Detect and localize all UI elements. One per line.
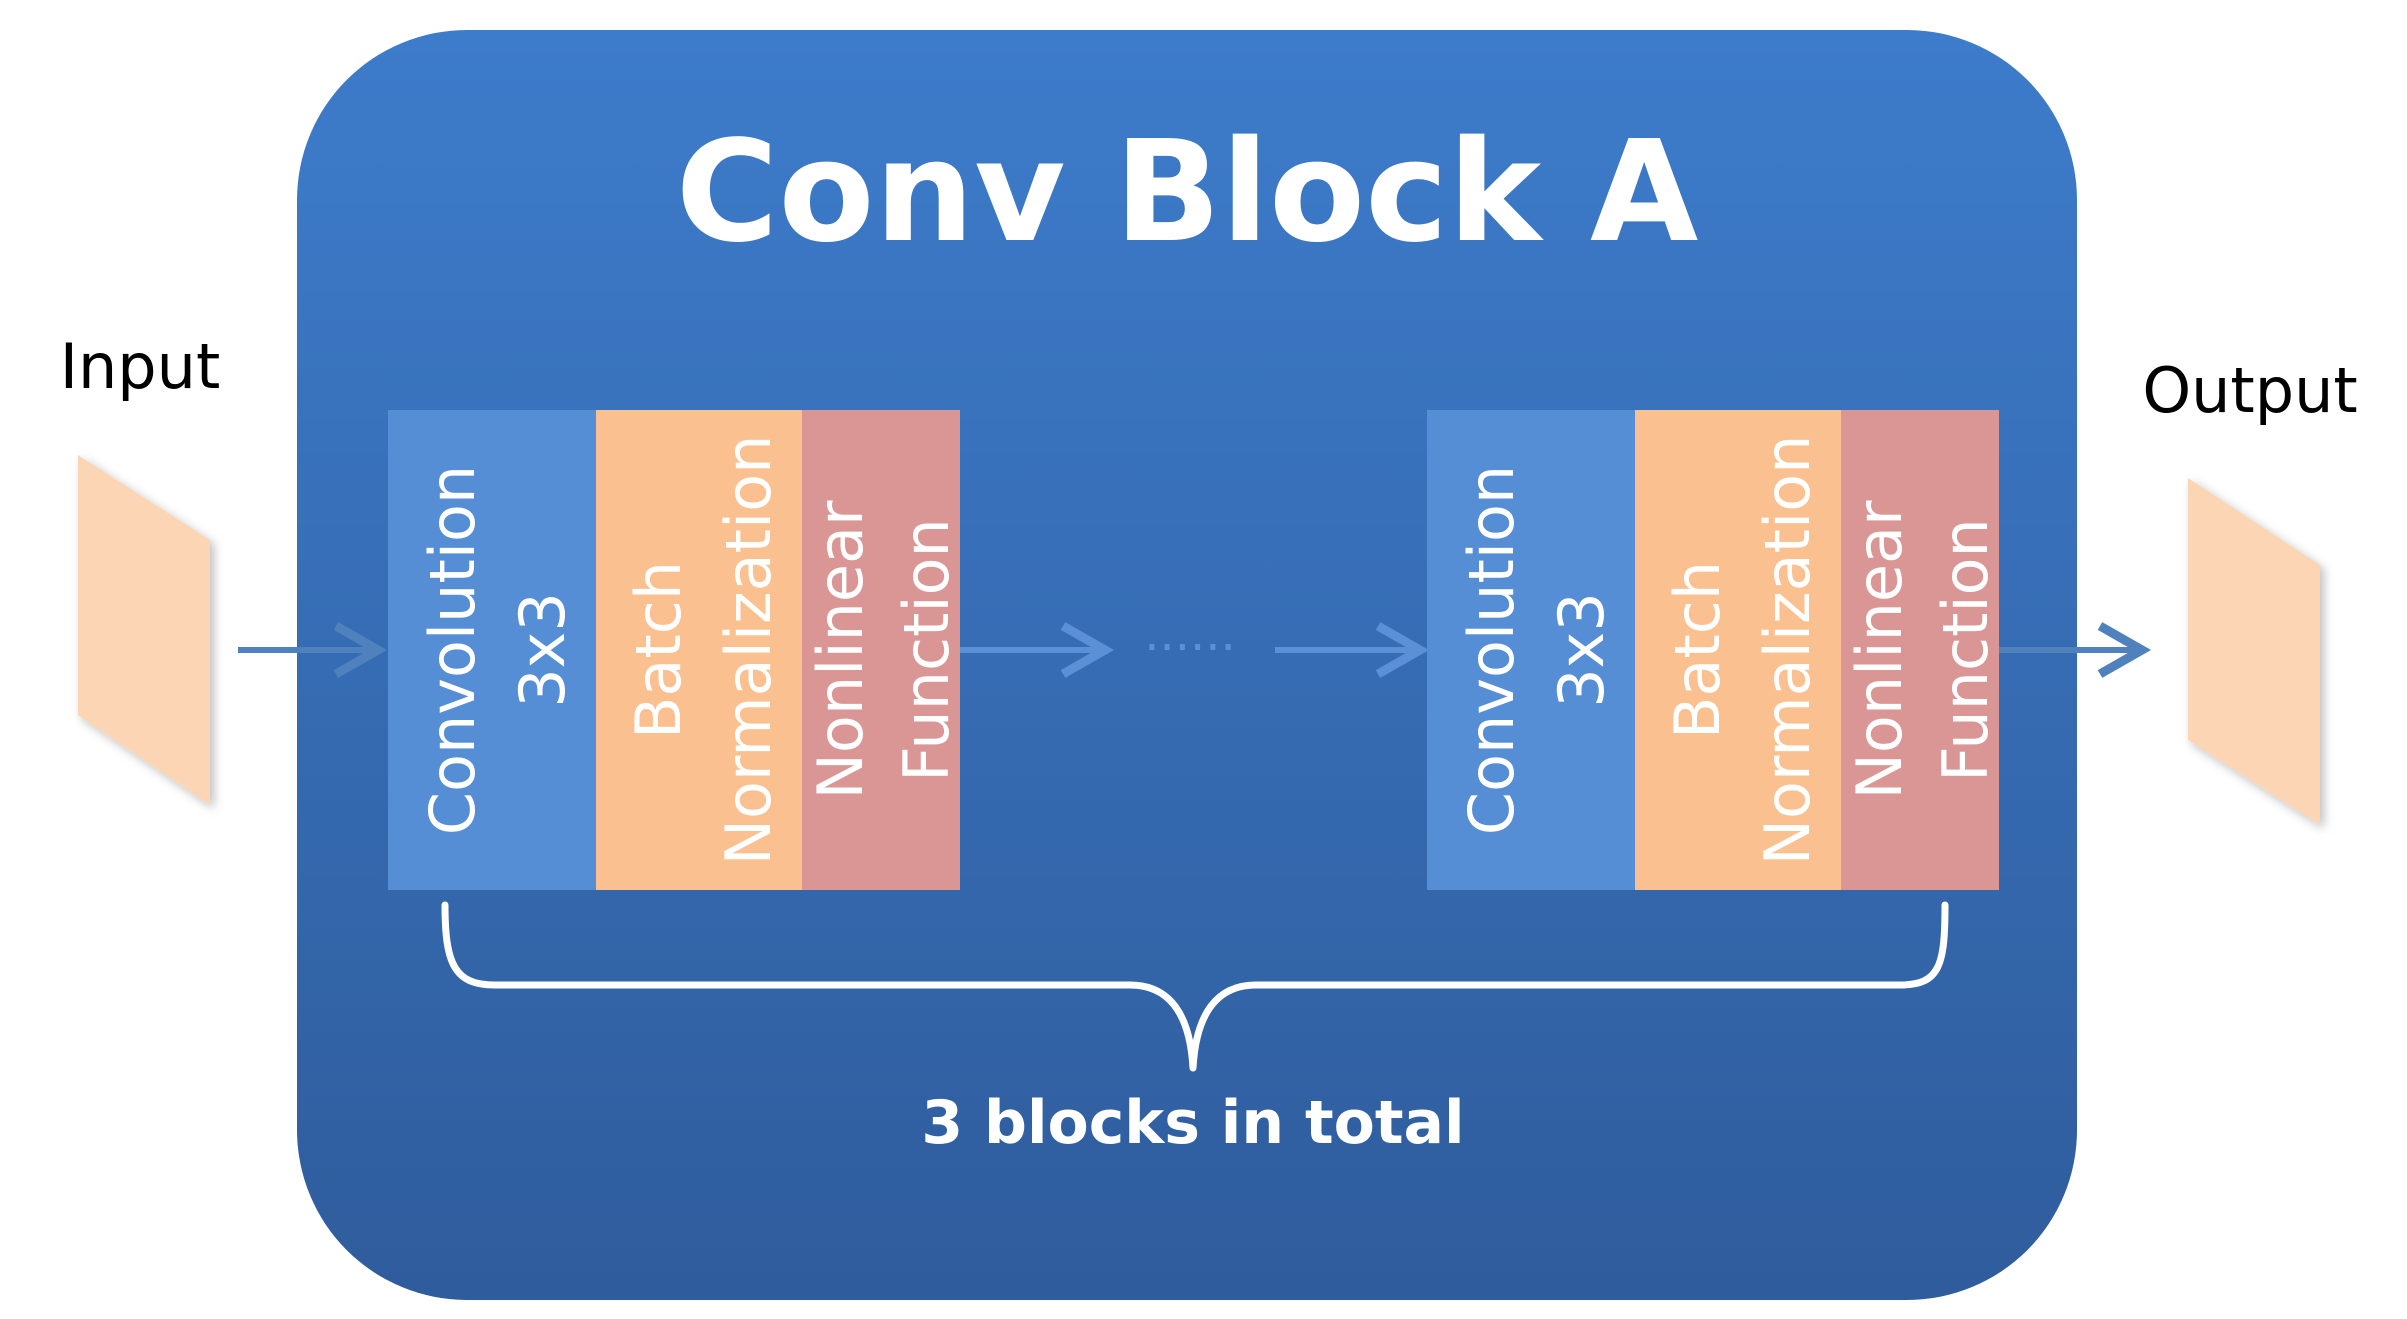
ellipsis: ...... [1144, 606, 1236, 662]
nonlinear-layer [802, 410, 960, 890]
batch-norm-layer [596, 410, 802, 890]
batch-norm-layer [1635, 410, 1841, 890]
conv-label: Convolution [1455, 465, 1528, 835]
bn-label-line2: Normalization [1751, 435, 1824, 866]
blocks-caption: 3 blocks in total [921, 1088, 1464, 1158]
bn-label-line2: Normalization [712, 435, 785, 866]
input-feature-map [78, 455, 210, 805]
block-2: Convolution 3x3 Batch Normalization Nonl… [1427, 410, 2002, 890]
act-label-line1: Nonlinear [804, 500, 877, 799]
output-label: Output [2142, 354, 2357, 427]
block-title: Conv Block A [676, 111, 1699, 274]
conv-layer [388, 410, 596, 890]
bn-label-line1: Batch [622, 561, 695, 739]
conv-size-label: 3x3 [506, 592, 579, 708]
act-label-line1: Nonlinear [1843, 500, 1916, 799]
conv-label: Convolution [416, 465, 489, 835]
bn-label-line1: Batch [1661, 561, 1734, 739]
conv-layer [1427, 410, 1635, 890]
input-label: Input [60, 330, 221, 403]
nonlinear-layer [1841, 410, 1999, 890]
curly-brace [441, 901, 1949, 1072]
act-label-line2: Function [1929, 518, 2002, 782]
act-label-line2: Function [890, 518, 963, 782]
output-feature-map [2188, 478, 2320, 825]
block-1: Convolution 3x3 Batch Normalization Nonl… [388, 410, 963, 890]
conv-size-label: 3x3 [1545, 592, 1618, 708]
